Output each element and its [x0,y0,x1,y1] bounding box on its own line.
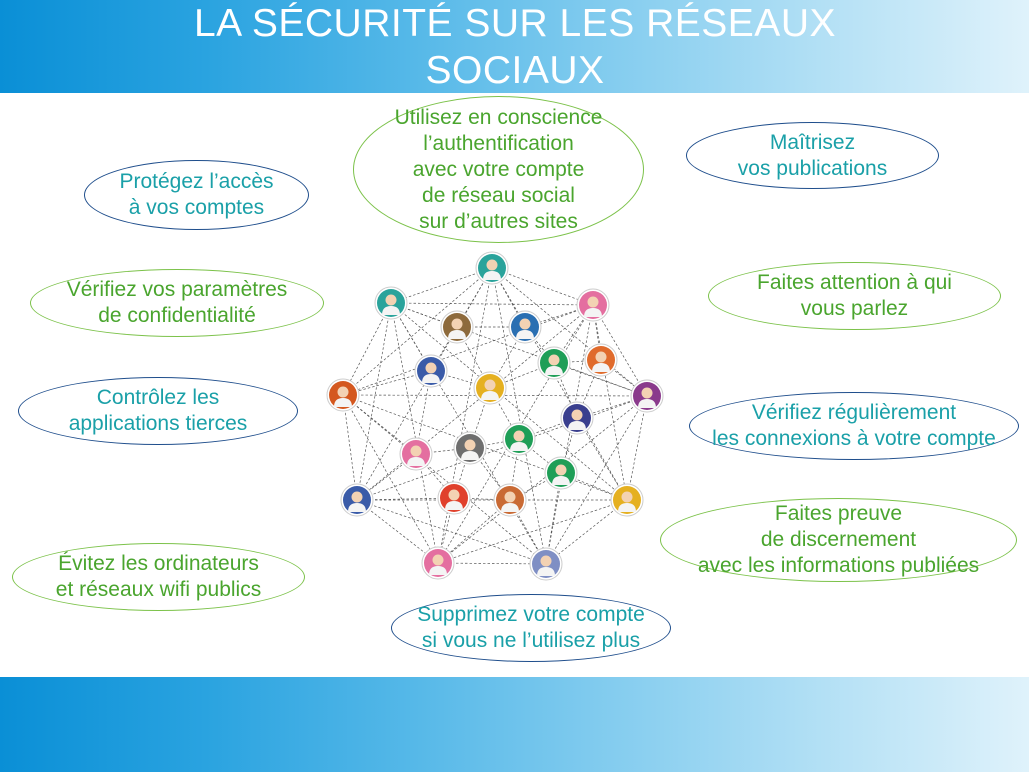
person-avatar-icon [374,286,408,320]
page-title: LA SÉCURITÉ SUR LES RÉSEAUX SOCIAUX [193,2,837,92]
network-link [356,395,648,501]
network-link [524,326,555,364]
network-link [553,359,602,364]
network-link [342,394,628,501]
person-avatar-icon [576,288,610,322]
tip-third-party-apps: Contrôlez les applications tierces [18,377,298,445]
tip-privacy-settings: Vérifiez vos paramètres de confidentiali… [30,269,324,337]
tip-public-wifi: Évitez les ordinateurs et réseaux wifi p… [12,543,305,611]
network-link [491,267,648,397]
social-network-graph [326,251,664,581]
footer-band [0,677,1029,772]
tip-delete-account: Supprimez votre compte si vous ne l’util… [391,594,671,662]
network-link [356,302,392,501]
person-avatar-icon [421,546,455,580]
person-avatar-icon [453,431,487,465]
person-avatar-icon [502,422,536,456]
tip-discernment: Faites preuve de discernement avec les i… [660,498,1017,582]
person-avatar-icon [544,456,578,490]
network-link [437,267,493,564]
network-people [326,251,664,581]
network-link [342,394,547,565]
tip-account-access: Protégez l’accès à vos comptes [84,160,309,230]
person-avatar-icon [508,310,542,344]
person-avatar-icon [326,378,360,412]
person-avatar-icon [437,481,471,515]
person-avatar-icon [473,371,507,405]
person-avatar-icon [414,354,448,388]
network-link [342,267,493,396]
person-avatar-icon [610,483,644,517]
network-link [592,304,628,501]
network-link [545,395,648,565]
person-avatar-icon [475,251,509,285]
network-link [342,302,392,396]
person-avatar-icon [440,310,474,344]
network-link [437,562,547,565]
network-link [576,395,648,419]
header-band [0,0,1029,93]
network-link [356,453,417,501]
tip-publications: Maîtrisez vos publications [686,122,939,189]
person-avatar-icon [340,483,374,517]
person-avatar-icon [529,547,563,581]
network-link [437,395,648,564]
network-link [390,302,594,306]
person-avatar-icon [584,343,618,377]
network-link [356,304,594,501]
person-avatar-icon [399,437,433,471]
network-link [342,394,648,397]
person-avatar-icon [537,346,571,380]
tip-check-connections: Vérifiez régulièrement les connexions à … [689,392,1019,460]
tip-careful-contact: Faites attention à qui vous parlez [708,262,1001,330]
network-link [356,499,547,565]
network-link [390,302,439,564]
person-avatar-icon [630,379,664,413]
network-link [509,499,547,565]
network-link [356,499,439,564]
network-link [545,499,628,565]
network-link [390,302,628,501]
person-avatar-icon [493,483,527,517]
network-link [437,499,628,564]
network-link [491,267,547,565]
tip-authentication: Utilisez en conscience l’authentificatio… [353,96,644,243]
network-link [342,304,594,396]
network-link [545,304,594,565]
network-link [342,394,439,564]
person-avatar-icon [560,401,594,435]
